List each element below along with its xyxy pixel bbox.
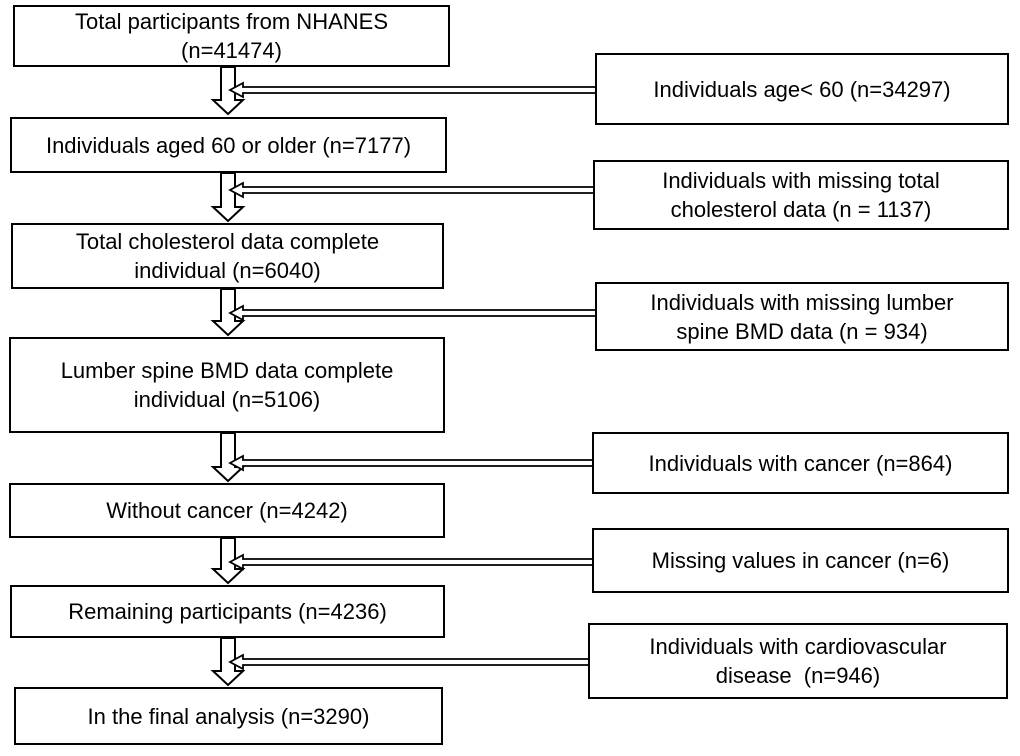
- exclusion-connector-2: [228, 181, 598, 199]
- exclusion-box-text: cholesterol data (n = 1137): [670, 197, 932, 222]
- flow-box-bmd-complete: Lumber spine BMD data complete individua…: [9, 337, 445, 433]
- down-arrow-5: [210, 537, 246, 585]
- exclusion-box-missing-cancer-values: Missing values in cancer (n=6): [592, 528, 1009, 593]
- down-arrow-6: [210, 637, 246, 687]
- flow-box-age-60-plus: Individuals aged 60 or older (n=7177): [10, 117, 447, 173]
- exclusion-box-missing-bmd: Individuals with missing lumber spine BM…: [595, 282, 1009, 351]
- exclusion-box-cardiovascular: Individuals with cardiovascular disease …: [588, 623, 1008, 699]
- down-arrow-1: [210, 66, 246, 116]
- flow-box-text: individual (n=6040): [134, 258, 321, 283]
- exclusion-box-text: Individuals with missing total: [662, 168, 940, 193]
- flow-box-text: Remaining participants (n=4236): [68, 599, 387, 624]
- flow-box-cholesterol-complete: Total cholesterol data complete individu…: [11, 223, 444, 289]
- exclusion-box-text: disease (n=946): [715, 663, 881, 688]
- exclusion-box-text: Missing values in cancer (n=6): [651, 548, 950, 573]
- exclusion-connector-1: [228, 81, 600, 99]
- exclusion-connector-3: [228, 304, 600, 322]
- exclusion-connector-5: [228, 553, 597, 571]
- flow-box-text: Lumber spine BMD data complete: [60, 358, 394, 383]
- down-arrow-3: [210, 288, 246, 337]
- exclusion-box-age-under-60: Individuals age< 60 (n=34297): [595, 53, 1009, 125]
- flow-box-text: Without cancer (n=4242): [106, 498, 348, 523]
- exclusion-connector-4: [228, 454, 597, 472]
- exclusion-box-cancer: Individuals with cancer (n=864): [592, 432, 1009, 494]
- exclusion-box-text: Individuals age< 60 (n=34297): [653, 76, 951, 102]
- down-arrow-2: [210, 172, 246, 223]
- flow-box-text: individual (n=5106): [133, 387, 321, 412]
- exclusion-box-text: Individuals with missing lumber: [650, 289, 954, 315]
- exclusion-connector-6: [228, 653, 593, 671]
- flow-box-nhanes-total: Total participants from NHANES (n=41474): [13, 5, 450, 67]
- flow-box-without-cancer: Without cancer (n=4242): [9, 483, 445, 538]
- down-arrow-4: [210, 432, 246, 483]
- flow-box-final-analysis: In the final analysis (n=3290): [14, 687, 443, 745]
- exclusion-box-text: Individuals with cancer (n=864): [648, 450, 953, 476]
- flow-box-text: (n=41474): [181, 38, 282, 63]
- flow-box-text: In the final analysis (n=3290): [87, 703, 370, 729]
- exclusion-box-text: spine BMD data (n = 934): [676, 318, 928, 344]
- flow-box-text: Total participants from NHANES: [75, 9, 388, 34]
- flow-box-remaining-participants: Remaining participants (n=4236): [10, 585, 445, 638]
- flow-box-text: Total cholesterol data complete: [75, 229, 380, 254]
- exclusion-box-missing-cholesterol: Individuals with missing total cholester…: [593, 160, 1009, 230]
- flow-box-text: Individuals aged 60 or older (n=7177): [45, 132, 412, 158]
- exclusion-box-text: Individuals with cardiovascular: [649, 634, 947, 659]
